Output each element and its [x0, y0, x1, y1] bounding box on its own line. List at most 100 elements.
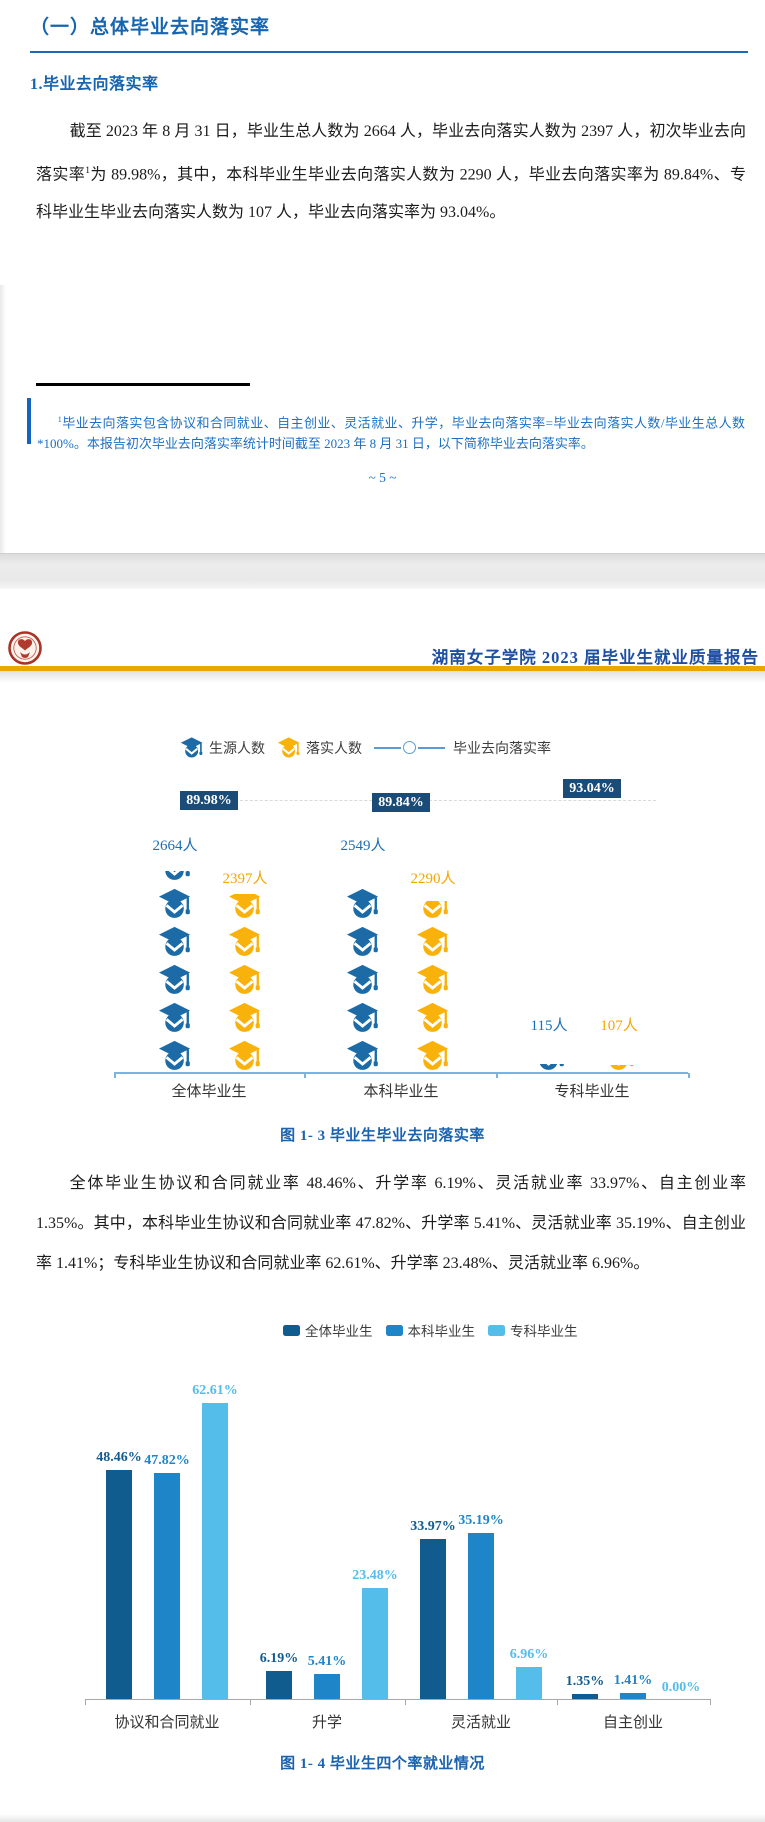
page-edge-shadow [0, 285, 6, 585]
figure-1-3-caption: 图 1- 3 毕业生毕业去向落实率 [280, 1128, 485, 1144]
footnote: 1毕业去向落实包含协议和合同就业、自主创业、灵活就业、升学，毕业去向落实率=毕业… [37, 409, 745, 454]
bar-value-label: 23.48% [352, 1568, 398, 1583]
pictograph-value-label: 2290人 [410, 871, 456, 887]
graduation-cap-icon [416, 958, 450, 996]
axis-tick [85, 1699, 86, 1705]
pictograph-axis [114, 1072, 690, 1078]
header-rule-shadow [0, 671, 765, 683]
graduation-cap-icon [416, 920, 450, 958]
partial-graduation-cap-icon [602, 1064, 636, 1072]
axis-tick [496, 1073, 498, 1078]
section-heading-text: （一）总体毕业去向落实率 [30, 17, 271, 38]
subsection-heading: 1.毕业去向落实率 [30, 70, 159, 94]
footnote-marker: 1 [57, 415, 62, 424]
graduation-cap-icon [158, 996, 192, 1034]
axis-tick [688, 1073, 690, 1078]
subsection-heading-text: 1.毕业去向落实率 [30, 76, 159, 93]
partial-graduation-cap-icon [416, 900, 450, 920]
figure-1-4-caption: 图 1- 4 毕业生四个率就业情况 [280, 1756, 485, 1772]
bar [620, 1693, 646, 1700]
graduation-cap-icon [346, 882, 380, 920]
legend-label: 本科毕业生 [407, 1324, 476, 1339]
graduation-cap-icon [346, 958, 380, 996]
pictograph-value-label: 115人 [530, 1018, 568, 1034]
legend-swatch-icon [385, 1324, 403, 1336]
bar [202, 1403, 228, 1700]
graduation-cap-icon [158, 920, 192, 958]
bar [106, 1470, 132, 1700]
axis-tick [557, 1699, 558, 1705]
axis-tick [304, 1073, 306, 1078]
bar-category-label: 自主创业 [602, 1715, 663, 1731]
graduation-cap-icon [346, 1034, 380, 1072]
bar-value-label: 6.96% [509, 1647, 549, 1662]
pictograph-category-label: 全体毕业生 [171, 1084, 247, 1100]
page-header-title: 湖南女子学院 2023 届毕业生就业质量报告 [431, 648, 759, 667]
graduation-cap-icon [416, 996, 450, 1034]
pictograph-column [602, 1064, 636, 1072]
pictograph-category-label: 专科毕业生 [554, 1084, 630, 1100]
bar [154, 1473, 180, 1700]
legend-swatch-icon [283, 1324, 300, 1336]
pictograph-column [416, 900, 450, 1072]
school-seal-logo [8, 630, 42, 666]
axis-tick [710, 1699, 711, 1705]
legend-item: 全体毕业生 [283, 1320, 373, 1340]
circle-marker-icon [403, 741, 416, 754]
axis-tick [114, 1073, 116, 1078]
graduation-cap-icon [180, 736, 204, 759]
bar-value-label: 0.00% [661, 1680, 701, 1695]
axis-tick [405, 1699, 406, 1705]
bar [468, 1533, 494, 1700]
pictograph-category-label: 本科毕业生 [363, 1084, 439, 1100]
bar-value-label: 1.41% [613, 1673, 653, 1688]
bar-value-label: 35.19% [458, 1513, 504, 1528]
pictograph-value-label: 2549人 [340, 838, 386, 854]
pictograph-value-label: 2664人 [152, 838, 198, 854]
pictograph-column [532, 1064, 566, 1072]
bar-category-label: 升学 [311, 1715, 342, 1731]
bar-value-label: 1.35% [565, 1674, 605, 1689]
axis-tick [250, 1699, 251, 1705]
bar-value-label: 47.82% [144, 1453, 190, 1468]
partial-graduation-cap-icon [228, 893, 262, 920]
body-paragraph-2: 全体毕业生协议和合同就业率 48.46%、升学率 6.19%、灵活就业率 33.… [36, 1175, 746, 1272]
section-heading: （一）总体毕业去向落实率 [30, 12, 748, 53]
legend-swatch-icon [488, 1324, 505, 1336]
pictograph-column [158, 871, 192, 1072]
pictograph-legend: 生源人数 落实人数 毕业去向落实率 [180, 736, 563, 759]
rate-data-label: 89.98% [180, 791, 238, 810]
bar [266, 1671, 292, 1700]
partial-graduation-cap-icon [532, 1064, 566, 1072]
graduation-cap-icon [228, 1034, 262, 1072]
bar-chart-legend: 全体毕业生 本科毕业生 专科毕业生 [283, 1320, 578, 1340]
footnote-left-bar [27, 398, 31, 444]
pictograph-column [346, 882, 380, 1072]
page-bottom-shadow [0, 1814, 765, 1822]
graduation-cap-icon [158, 958, 192, 996]
legend-item: 本科毕业生 [385, 1320, 476, 1340]
bar [314, 1674, 340, 1700]
rate-data-label: 89.84% [372, 793, 430, 812]
bar [516, 1667, 542, 1700]
rate-data-label: 93.04% [563, 779, 621, 798]
bar [572, 1694, 598, 1700]
bar-value-label: 5.41% [307, 1654, 347, 1669]
legend-label: 专科毕业生 [510, 1324, 578, 1339]
page-number: ~ 5 ~ [368, 470, 397, 485]
graduation-cap-icon [346, 996, 380, 1034]
graduation-cap-icon [158, 1034, 192, 1072]
pictograph-value-label: 107人 [600, 1018, 638, 1034]
bar-category-label: 协议和合同就业 [114, 1715, 220, 1731]
legend-label-source: 生源人数 [209, 741, 265, 757]
body-text-2: 为 89.98%，其中，本科毕业生毕业去向落实人数为 2290 人，毕业去向落实… [36, 165, 746, 222]
bar-value-label: 62.61% [192, 1383, 238, 1398]
pictograph-value-label: 2397人 [222, 871, 268, 887]
legend-label-rate: 毕业去向落实率 [453, 741, 551, 757]
bar [362, 1588, 388, 1700]
footnote-reference: 1 [85, 164, 91, 176]
bar-chart-axis [85, 1699, 710, 1700]
graduation-cap-icon [228, 958, 262, 996]
legend-item: 专科毕业生 [488, 1320, 578, 1340]
